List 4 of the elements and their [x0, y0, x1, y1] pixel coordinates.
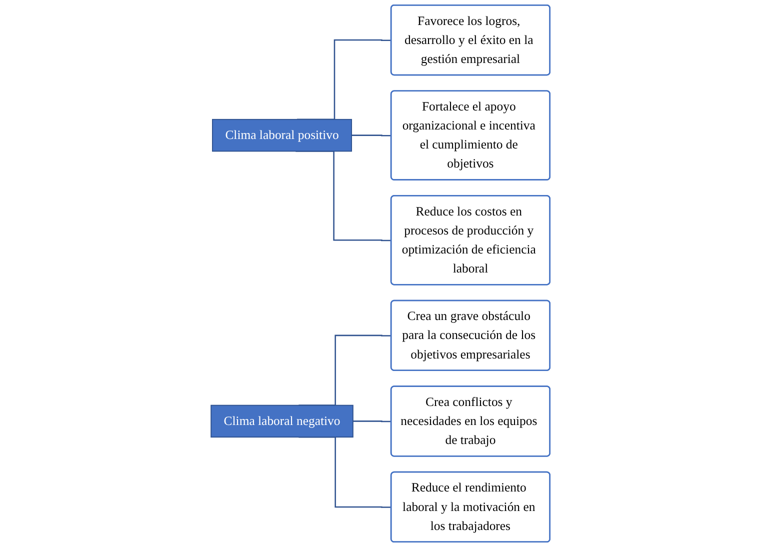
connector: [352, 420, 392, 422]
node-box: Clima laboral positivo: [212, 118, 352, 152]
node-box: Clima laboral negativo: [210, 404, 354, 438]
connector: [352, 134, 392, 136]
